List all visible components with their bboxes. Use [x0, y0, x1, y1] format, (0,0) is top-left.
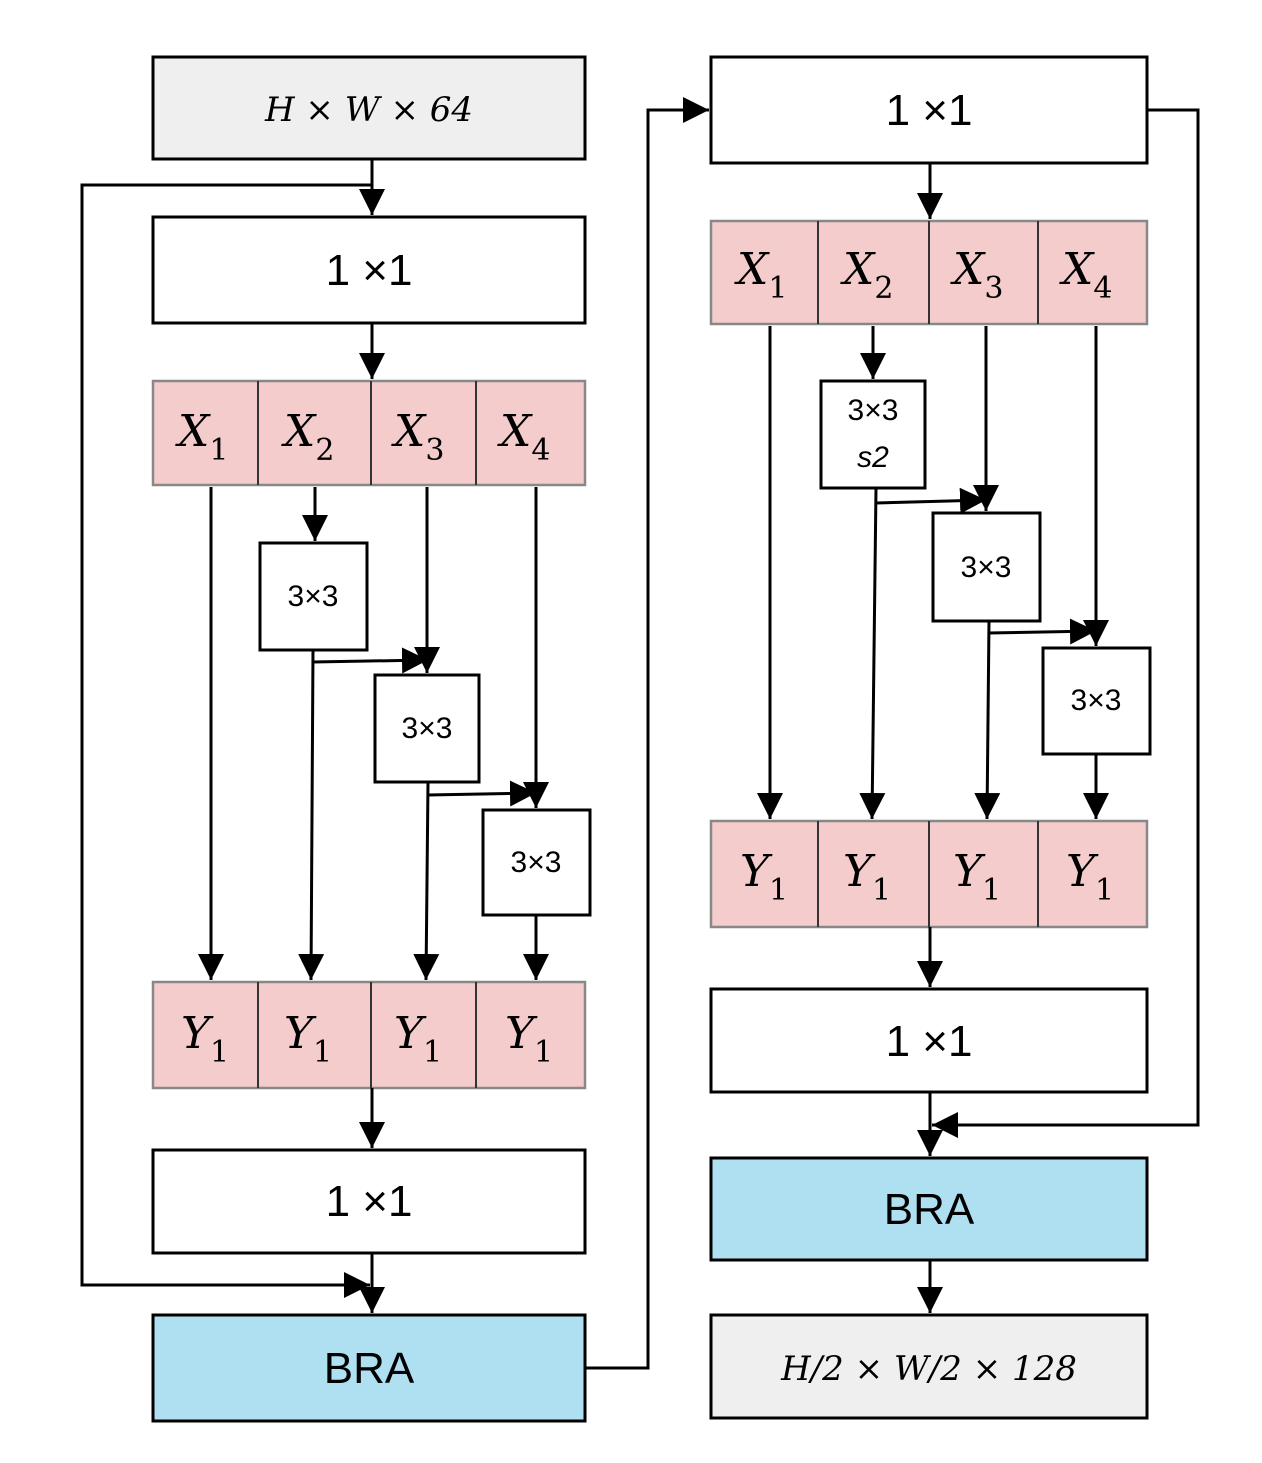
- left-conv3-label-b: 3×3: [402, 712, 453, 745]
- left-conv1-box: [151, 215, 587, 325]
- right-conv2-label: 1 ×1: [886, 1017, 973, 1066]
- left-y2: Y1: [284, 1008, 332, 1070]
- left-input-label: H × W × 64: [264, 90, 473, 130]
- right-x1: X1: [734, 244, 787, 306]
- left-conv3-label-a: 3×3: [288, 580, 339, 613]
- right-output-label: H/2 × W/2 × 128: [780, 1349, 1077, 1389]
- left-conv1-label: 1 ×1: [326, 246, 413, 295]
- left-y4: Y1: [505, 1008, 553, 1070]
- right-x2: X2: [840, 244, 893, 306]
- left-x1: X1: [175, 406, 228, 468]
- left-block: H × W × 64 1 ×1 X1 X2 X3 X4 3×3 3×3 3×3: [80, 55, 709, 1423]
- right-conv3-box-a: [931, 511, 1042, 623]
- right-conv1-box: [709, 55, 1149, 165]
- right-arrows: [757, 108, 1200, 1313]
- left-bra-label: BRA: [324, 1344, 415, 1393]
- right-y2: Y1: [843, 846, 891, 908]
- right-conv3-label-b: 3×3: [1071, 684, 1122, 717]
- left-arrows: [80, 97, 709, 1370]
- right-conv1-label: 1 ×1: [886, 86, 973, 135]
- right-x3: X3: [950, 244, 1003, 306]
- right-conv3s2-box: [819, 379, 927, 490]
- right-y1: Y1: [740, 846, 788, 908]
- right-x4: X4: [1059, 244, 1112, 306]
- right-conv3-label-a: 3×3: [961, 551, 1012, 584]
- right-block: 1 ×1 X1 X2 X3 X4 3×3 s2 3×3 3×3 Y1 Y1 Y1: [709, 55, 1200, 1420]
- left-conv3-label-c: 3×3: [511, 846, 562, 879]
- left-x4: X4: [497, 406, 550, 468]
- right-y-concat: Y1 Y1 Y1 Y1: [709, 819, 1149, 929]
- right-y4: Y1: [1066, 846, 1114, 908]
- left-conv3-box-b: [373, 673, 481, 784]
- right-bra-label: BRA: [884, 1185, 975, 1234]
- right-bra-box: [709, 1156, 1149, 1262]
- left-x-split: X1 X2 X3 X4: [151, 379, 587, 487]
- right-conv3s2-stride: s2: [857, 441, 889, 474]
- left-y3: Y1: [394, 1008, 442, 1070]
- left-x3: X3: [391, 406, 444, 468]
- left-conv2-box: [151, 1148, 587, 1255]
- right-conv3s2-label: 3×3: [848, 394, 899, 427]
- right-output-box: [709, 1313, 1149, 1420]
- left-x2: X2: [281, 406, 334, 468]
- left-input-box: [151, 55, 587, 161]
- left-bra-box: [151, 1313, 587, 1423]
- left-y1: Y1: [181, 1008, 229, 1070]
- left-conv3-box-a: [258, 541, 369, 652]
- right-x-split: X1 X2 X3 X4: [709, 219, 1149, 326]
- left-y-concat: Y1 Y1 Y1 Y1: [151, 980, 587, 1090]
- left-conv2-label: 1 ×1: [326, 1177, 413, 1226]
- left-conv3-box-c: [481, 808, 592, 917]
- right-y3: Y1: [953, 846, 1001, 908]
